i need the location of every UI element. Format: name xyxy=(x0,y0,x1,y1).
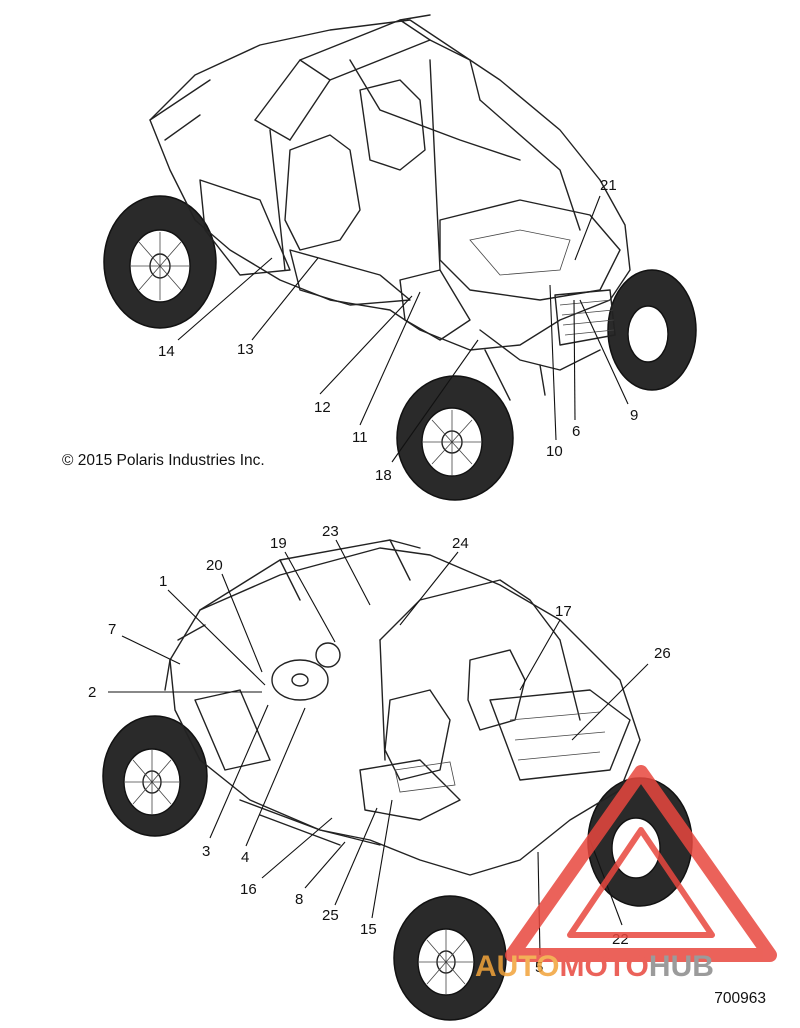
callout-21: 21 xyxy=(600,177,617,194)
diagram-part-number: 700963 xyxy=(714,990,766,1007)
wheel-front-left xyxy=(396,375,514,501)
callout-15: 15 xyxy=(360,921,377,938)
callout-23: 23 xyxy=(322,523,339,540)
wheel-rear-right xyxy=(607,269,697,391)
top-leader-lines xyxy=(177,195,629,463)
callout-18: 18 xyxy=(375,467,392,484)
watermark-brand-hub: HUB xyxy=(649,950,714,983)
callout-9: 9 xyxy=(630,407,638,424)
callout-4: 4 xyxy=(241,849,249,866)
callout-3: 3 xyxy=(202,843,210,860)
wheel-rear-left xyxy=(103,195,217,329)
callout-24: 24 xyxy=(452,535,469,552)
callout-13: 13 xyxy=(237,341,254,358)
svg-text:AUTOMOTOHUB: AUTOMOTOHUB xyxy=(475,950,714,983)
watermark-brand-auto: AUTO xyxy=(475,950,559,983)
callout-17: 17 xyxy=(555,603,572,620)
top-callouts: 21 14 13 12 11 18 10 6 9 xyxy=(158,177,638,484)
wheel-bottom-front-left xyxy=(393,895,507,1021)
watermark-brand-moto: MOTO xyxy=(559,950,648,983)
callout-2: 2 xyxy=(88,684,96,701)
callout-11: 11 xyxy=(352,429,368,446)
callout-19: 19 xyxy=(270,535,287,552)
watermark-logo: AUTOMOTOHUB xyxy=(475,765,777,983)
copyright-notice: © 2015 Polaris Industries Inc. xyxy=(62,452,265,469)
callout-1: 1 xyxy=(159,573,167,590)
callout-14: 14 xyxy=(158,343,175,360)
callout-6: 6 xyxy=(572,423,580,440)
callout-5: 5 xyxy=(535,959,543,976)
callout-26: 26 xyxy=(654,645,671,662)
callout-20: 20 xyxy=(206,557,223,574)
top-vehicle-illustration xyxy=(103,14,697,501)
callout-8: 8 xyxy=(295,891,303,908)
callout-10: 10 xyxy=(546,443,563,460)
bottom-callouts: 23 19 24 20 1 17 7 26 2 3 4 16 8 25 15 2… xyxy=(88,523,671,976)
callout-16: 16 xyxy=(240,881,257,898)
callout-7: 7 xyxy=(108,621,116,638)
callout-12: 12 xyxy=(314,399,331,416)
bottom-leader-lines xyxy=(108,539,649,956)
callout-25: 25 xyxy=(322,907,339,924)
wheel-bottom-rear-left xyxy=(102,715,208,837)
